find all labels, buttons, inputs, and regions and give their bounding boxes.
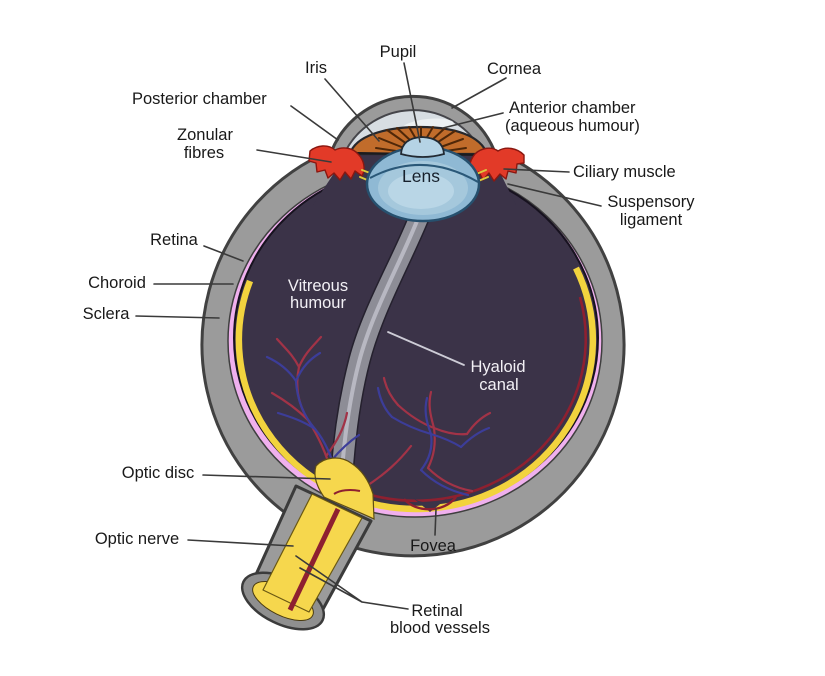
leader-posterior-chamber <box>290 105 339 141</box>
central-retinal-vessel <box>287 507 341 612</box>
retinal-vessel-arc <box>318 296 588 503</box>
leader-iris <box>324 78 380 142</box>
leader-sclera <box>135 315 220 319</box>
label-suspensory-ligament-line1: Suspensory <box>607 193 695 211</box>
leader-pupil <box>403 62 421 143</box>
label-vitreous-humour-line1: Vitreous <box>288 277 348 295</box>
label-posterior-chamber: Posterior chamber <box>132 90 267 108</box>
leader-retinal-blood-vessels <box>295 555 409 610</box>
leader-ciliary-muscle <box>503 168 570 173</box>
lens-capsule-line <box>369 163 479 183</box>
leader-hyaloid-canal <box>387 331 465 366</box>
leader-zonular-fibres <box>256 149 332 163</box>
label-retinal-blood-vessels-line1: Retinal <box>411 602 462 620</box>
label-vitreous-humour-line2: humour <box>290 294 346 312</box>
label-optic-disc: Optic disc <box>122 464 194 482</box>
leader-optic-nerve <box>187 539 294 547</box>
label-sclera: Sclera <box>83 305 131 323</box>
ciliary-muscle-left <box>308 145 365 181</box>
label-retina: Retina <box>150 231 199 249</box>
leader-cornea <box>451 77 507 109</box>
hyaloid-canal-highlight <box>340 215 421 471</box>
optic-nerve-fibres <box>262 493 363 613</box>
label-fovea: Fovea <box>410 537 457 555</box>
lens-shape <box>365 136 481 223</box>
label-hyaloid-canal-line2: canal <box>479 376 518 394</box>
label-suspensory-ligament-line2: ligament <box>620 211 683 229</box>
pupil-aperture <box>400 136 445 158</box>
retinal-blood-vessels-shape <box>265 335 492 497</box>
label-ciliary-muscle: Ciliary muscle <box>573 163 676 181</box>
optic-disc-mound <box>314 457 375 520</box>
fovea-notch <box>413 497 449 512</box>
label-iris: Iris <box>305 59 327 77</box>
label-pupil: Pupil <box>380 43 417 61</box>
leader-optic-disc <box>202 474 331 480</box>
labels: Pupil Iris Cornea Posterior chamber Ante… <box>83 43 696 637</box>
leader-fovea <box>434 508 437 536</box>
label-optic-nerve: Optic nerve <box>95 530 179 548</box>
leader-suspensory-ligament <box>507 183 602 207</box>
leader-anterior-chamber <box>442 112 504 129</box>
label-zonular-fibres-line2: fibres <box>184 144 224 162</box>
optic-disc-shape <box>314 457 375 520</box>
fovea-vessel-dip <box>403 496 457 511</box>
label-anterior-chamber-line1: Anterior chamber <box>509 99 636 117</box>
vessels-blue <box>265 351 491 497</box>
iris-radial-lines <box>375 126 467 153</box>
label-choroid: Choroid <box>88 274 146 292</box>
anterior-segment <box>308 109 525 223</box>
optic-nerve-shape <box>240 484 373 631</box>
label-hyaloid-canal-line1: Hyaloid <box>470 358 525 376</box>
label-cornea: Cornea <box>487 60 542 78</box>
ciliary-muscle-right <box>468 147 525 182</box>
lens-highlight <box>388 173 454 209</box>
eyeball <box>200 94 626 631</box>
label-anterior-chamber-line2: (aqueous humour) <box>505 117 640 135</box>
label-retinal-blood-vessels-line2: blood vessels <box>390 619 490 637</box>
optic-disc-vessel <box>333 489 361 495</box>
leader-retina <box>203 245 244 262</box>
leader-lines <box>135 62 602 610</box>
label-zonular-fibres-line1: Zonular <box>177 126 233 144</box>
label-lens: Lens <box>402 166 440 186</box>
